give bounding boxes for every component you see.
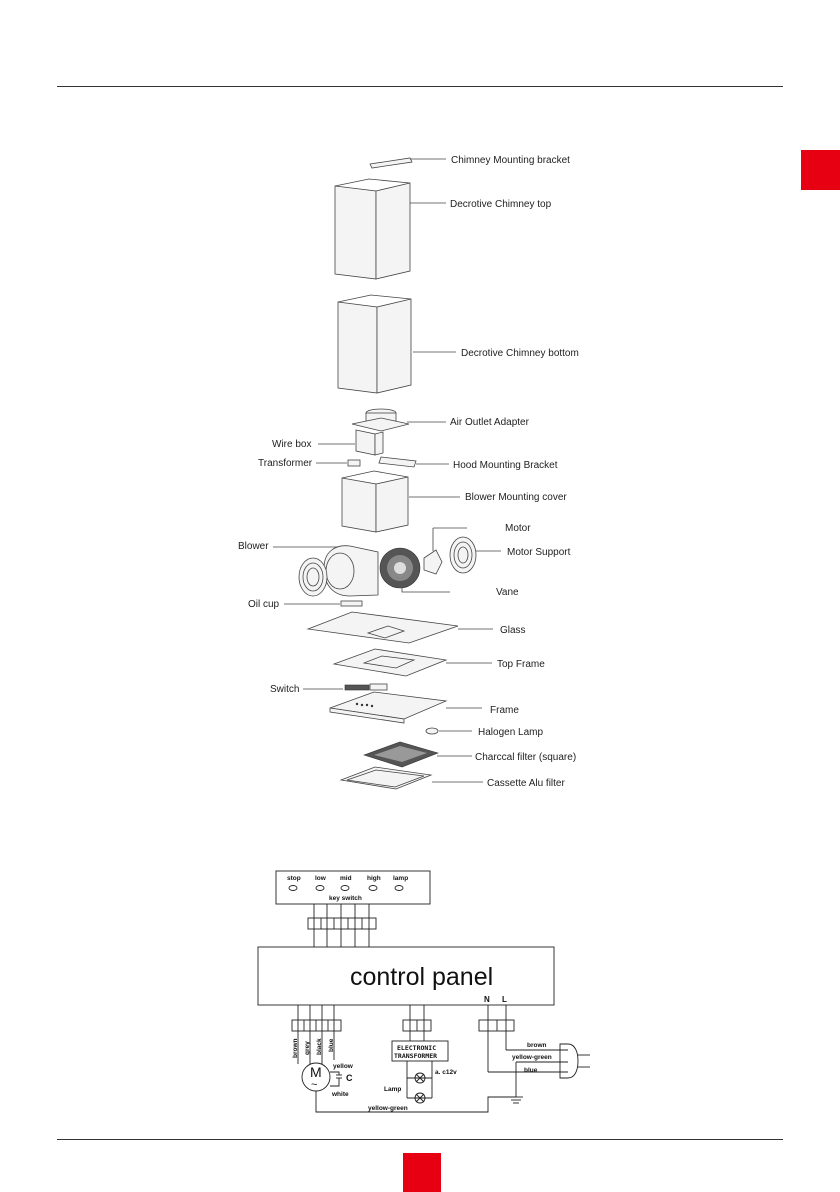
hood-bracket-drawing	[378, 456, 449, 468]
label-chimney-bottom: Decrotive Chimney bottom	[461, 348, 579, 359]
frame-drawing	[329, 691, 482, 724]
label-chimney-bracket: Chimney Mounting bracket	[451, 155, 570, 166]
label-vane: Vane	[496, 587, 519, 598]
bottom-rule	[57, 1139, 783, 1140]
key-low: low	[315, 875, 327, 882]
capacitor-label: C	[346, 1073, 353, 1083]
blower-cover-drawing	[341, 470, 460, 533]
transformer-label-1: ELECTRONIC	[397, 1044, 436, 1052]
label-charcoal: Charccal filter (square)	[475, 752, 576, 763]
label-switch: Switch	[270, 684, 299, 695]
motor-ac: ~	[311, 1079, 317, 1091]
control-panel-box	[257, 946, 555, 1006]
motor-m: M	[310, 1064, 322, 1080]
label-transformer: Transformer	[258, 458, 313, 469]
halogen-drawing	[425, 727, 472, 735]
alu-filter-drawing	[339, 766, 483, 790]
label-chimney-top: Decrotive Chimney top	[450, 199, 552, 210]
plug-yellow-green-label: yellow-green	[512, 1054, 552, 1061]
wire-box-drawing	[318, 429, 384, 456]
vane-drawing	[379, 547, 450, 593]
key-mid: mid	[340, 875, 352, 882]
ground-wire-label: yellow-green	[368, 1105, 408, 1112]
l-label: L	[502, 995, 507, 1004]
key-stop: stop	[287, 875, 301, 882]
voltage-label: a. c12v	[435, 1069, 457, 1076]
top-rule	[57, 86, 783, 87]
key-switch-label: key switch	[329, 895, 362, 902]
label-glass: Glass	[500, 625, 526, 636]
label-blower: Blower	[238, 541, 269, 552]
wire-brown: brown	[292, 1038, 299, 1058]
label-blower-cover: Blower Mounting cover	[465, 492, 567, 503]
wire-blue: blue	[328, 1038, 335, 1052]
label-air-outlet: Air Outlet Adapter	[450, 417, 530, 428]
control-panel-label: control panel	[350, 963, 493, 991]
key-lamp: lamp	[393, 875, 408, 882]
label-motor-support: Motor Support	[507, 547, 571, 558]
plug-brown-label: brown	[527, 1042, 547, 1049]
air-outlet-drawing	[351, 408, 446, 432]
label-top-frame: Top Frame	[497, 659, 545, 670]
label-oil-cup: Oil cup	[248, 599, 280, 610]
side-tab	[801, 150, 840, 190]
chimney-bottom-drawing	[337, 294, 456, 394]
electronic-transformer	[391, 1040, 449, 1062]
plug-symbol	[559, 1043, 579, 1079]
motor-support-drawing	[449, 536, 501, 574]
top-frame-drawing	[332, 648, 492, 677]
label-halogen: Halogen Lamp	[478, 727, 543, 738]
chimney-bracket-drawing	[369, 157, 446, 169]
white-label: white	[331, 1091, 349, 1098]
grille-left-drawing	[298, 557, 328, 597]
oil-cup-drawing	[284, 600, 363, 607]
charcoal-drawing	[363, 741, 472, 768]
motor-drawing	[423, 527, 467, 575]
blower-drawing	[273, 545, 379, 597]
page-tab	[403, 1153, 441, 1192]
label-frame: Frame	[490, 705, 519, 716]
key-switch-box	[275, 870, 431, 905]
wire-grey: grey	[304, 1041, 311, 1055]
label-wire-box: Wire box	[272, 439, 311, 450]
chimney-top-drawing	[334, 178, 446, 280]
glass-drawing	[306, 611, 493, 644]
label-hood-bracket: Hood Mounting Bracket	[453, 460, 558, 471]
label-alu-filter: Cassette Alu filter	[487, 778, 565, 789]
wiring-diagram: stop low mid high lamp key switch contro…	[257, 870, 590, 1113]
lamp-label: Lamp	[384, 1086, 401, 1093]
transformer-drawing	[316, 459, 361, 467]
wire-black: black	[316, 1038, 323, 1055]
label-motor: Motor	[505, 523, 531, 534]
key-high: high	[367, 875, 381, 882]
n-label: N	[484, 995, 490, 1004]
transformer-label-2: TRANSFORMER	[394, 1052, 437, 1060]
switch-drawing	[303, 683, 388, 691]
plug-blue-label: blue	[524, 1067, 538, 1074]
yellow-label: yellow	[333, 1063, 354, 1070]
